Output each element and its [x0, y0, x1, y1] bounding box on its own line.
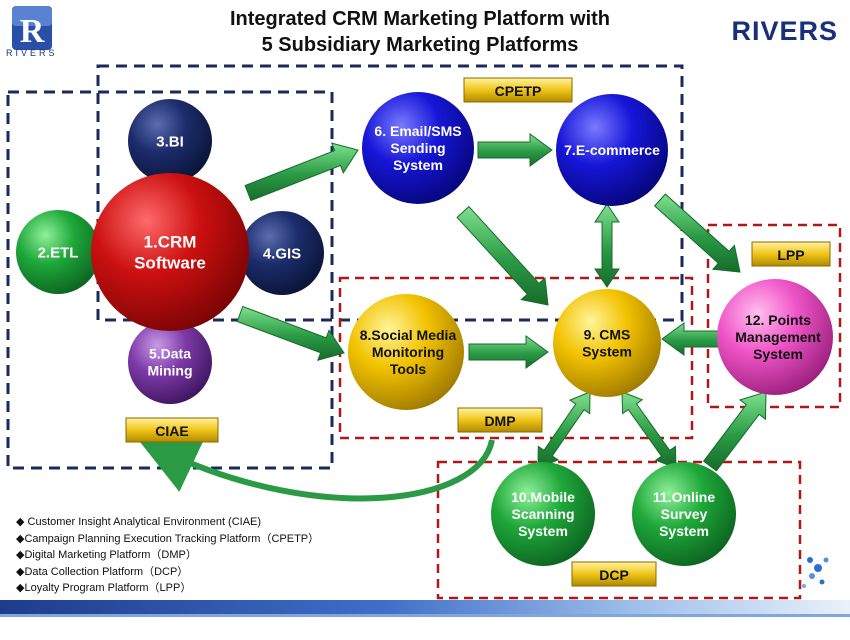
arrow-ecommerce-cms: [594, 203, 620, 288]
label-dcp: DCP: [571, 561, 657, 587]
logo-wordmark: RIVERS: [6, 48, 58, 58]
node-etl[interactable]: 2.ETL: [16, 210, 100, 294]
arrow-points-to-cms: [661, 322, 727, 356]
decorative-dots: [802, 557, 829, 588]
node-mobile-line: 10.Mobile: [511, 489, 575, 505]
label-cpetp: CPETP: [463, 77, 573, 103]
arrow-crm-to-email: [244, 142, 359, 202]
arrow-cms-survey: [621, 391, 677, 469]
node-gis-label: 4.GIS: [263, 245, 301, 262]
label-dmp: DMP: [457, 407, 543, 433]
title-line-1: Integrated CRM Marketing Platform with: [229, 8, 611, 30]
node-etl-label: 2.ETL: [38, 244, 79, 261]
region-ciae: [6, 90, 334, 470]
title-line-2: 5 Subsidiary Marketing Platforms: [261, 34, 579, 56]
footer-stripe: [0, 614, 850, 617]
node-email-line: Sending: [390, 140, 445, 156]
arrow-email-to-ecommerce: [477, 133, 553, 167]
legend-item-ciae: ◆ Customer Insight Analytical Environmen…: [16, 516, 262, 528]
label-ciae-text: CIAE: [155, 423, 188, 439]
node-crm-line: Software: [134, 253, 206, 272]
node-bi[interactable]: 3.BI: [128, 99, 212, 183]
node-points-line: Management: [735, 329, 821, 345]
brand-wordmark: RIVERS: [731, 16, 838, 46]
label-lpp-text: LPP: [777, 247, 804, 263]
node-cms-line: 9. CMS: [584, 326, 631, 342]
node-survey-line: Survey: [661, 506, 708, 522]
node-ecommerce[interactable]: 7.E-commerce: [556, 94, 668, 206]
rivers-logo: R: [12, 6, 52, 50]
node-etl-line: 2.ETL: [38, 244, 79, 261]
label-dcp-text: DCP: [599, 567, 629, 583]
arrow-cms-mobile: [537, 391, 591, 469]
region-lpp: [706, 223, 842, 409]
label-ciae: CIAE: [125, 417, 219, 443]
node-survey-line: System: [659, 523, 709, 539]
node-cms-line: System: [582, 343, 632, 359]
node-mining-line: 5.Data: [149, 345, 191, 361]
node-social-line: 8.Social Media: [360, 327, 457, 343]
arrow-survey-to-points: [702, 391, 767, 472]
page-title: Integrated CRM Marketing Platform with 5…: [140, 6, 700, 58]
node-bi-line: 3.BI: [156, 133, 184, 150]
arrow-ecommerce-to-points: [653, 193, 741, 273]
node-email-line: 6. Email/SMS: [374, 123, 461, 139]
legend: ◆ Customer Insight Analytical Environmen…: [16, 514, 319, 597]
node-social-line: Tools: [390, 361, 427, 377]
legend-item-dmp: ◆Digital Marketing Platform（DMP）: [16, 549, 197, 561]
region-dcp: [436, 460, 802, 600]
arrow-crm-to-social: [236, 305, 345, 362]
arrow-email-to-cms: [456, 205, 549, 306]
node-ecommerce-label: 7.E-commerce: [564, 142, 660, 158]
arrow-dmp-to-ciae: [137, 437, 495, 502]
legend-item-lpp: ◆Loyalty Program Platform（LPP）: [16, 582, 192, 594]
node-mobile-line: System: [518, 523, 568, 539]
legend-item-dcp: ◆Data Collection Platform（DCP）: [16, 565, 189, 578]
legend-item-cpetp: ◆Campaign Planning Execution Tracking Pl…: [16, 532, 320, 545]
node-gis-line: 4.GIS: [263, 245, 301, 262]
label-dmp-text: DMP: [484, 413, 515, 429]
node-bi-label: 3.BI: [156, 133, 184, 150]
node-mobile-line: Scanning: [511, 506, 574, 522]
arrow-social-to-cms: [468, 335, 549, 369]
node-points-line: System: [753, 346, 803, 362]
node-crm-line: 1.CRM: [144, 233, 197, 252]
node-points-line: 12. Points: [745, 312, 811, 328]
label-lpp: LPP: [751, 241, 831, 267]
platform-regions: [6, 64, 842, 600]
footer-bar: [0, 600, 850, 614]
node-survey-line: 11.Online: [653, 489, 715, 505]
node-social-line: Monitoring: [372, 344, 444, 360]
node-email-line: System: [393, 157, 443, 173]
logo-letter: R: [20, 13, 45, 50]
node-mining-line: Mining: [147, 362, 192, 378]
node-ecommerce-line: 7.E-commerce: [564, 142, 660, 158]
label-cpetp-text: CPETP: [495, 83, 542, 99]
region-cpetp: [96, 64, 684, 322]
node-gis[interactable]: 4.GIS: [240, 211, 324, 295]
arrows: [236, 133, 767, 472]
